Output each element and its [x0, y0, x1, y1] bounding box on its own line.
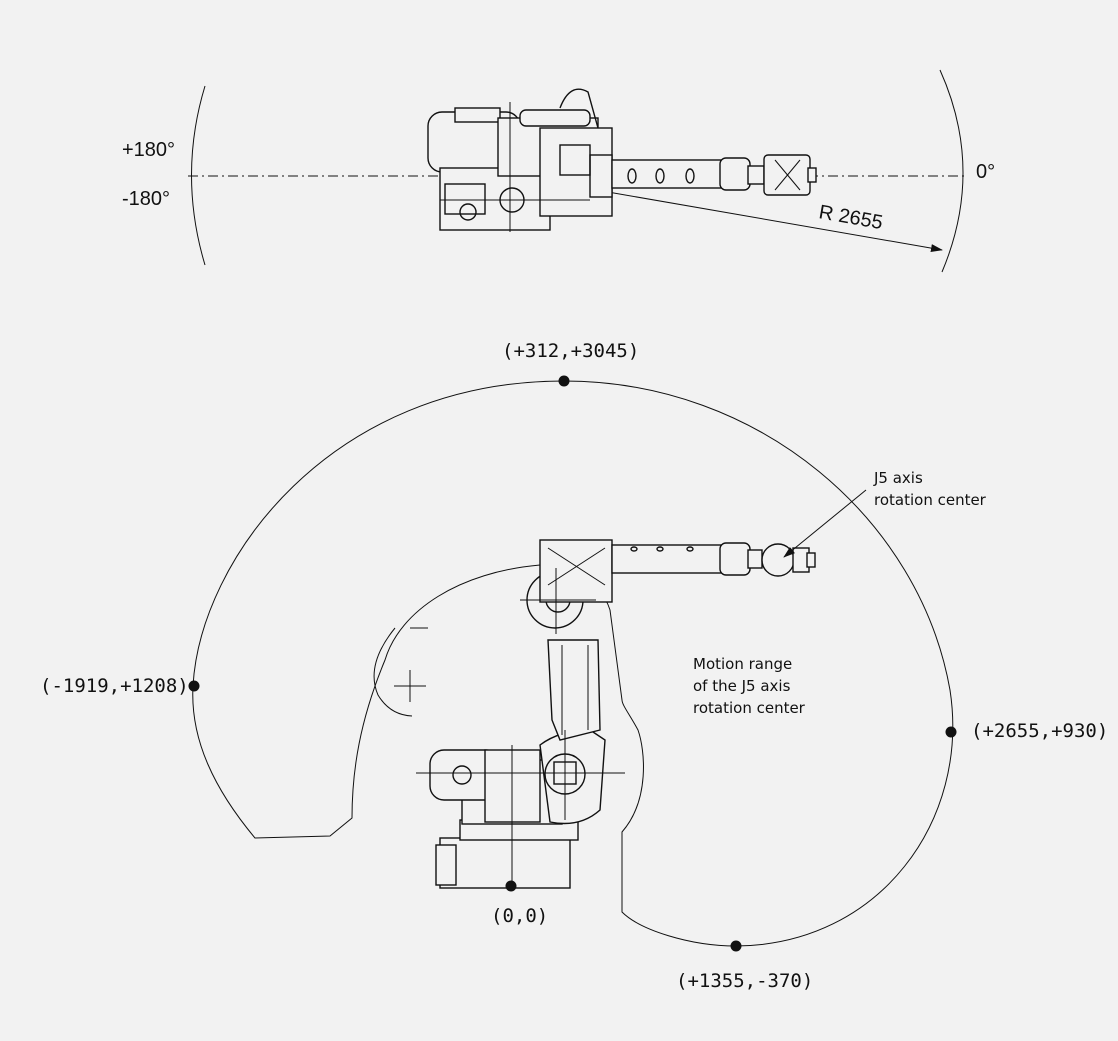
top-view: +180° -180° 0° R 2655	[122, 69, 995, 273]
point-top	[558, 375, 570, 387]
point-right-label: (+2655,+930)	[971, 720, 1108, 742]
point-right	[945, 726, 957, 738]
side-view: (+312,+3045) (-1919,+1208) (+2655,+930) …	[40, 340, 1108, 992]
robot-side-view	[416, 539, 816, 889]
point-origin-label: (0,0)	[491, 905, 548, 927]
point-bottom	[730, 940, 742, 952]
point-origin	[505, 880, 517, 892]
j5-leader-line	[783, 489, 867, 558]
j5-motion-envelope	[192, 380, 954, 947]
point-bottom-label: (+1355,-370)	[676, 970, 813, 992]
right-range-arc	[939, 69, 964, 273]
robot-top-view	[427, 88, 817, 232]
left-range-arc	[191, 85, 206, 266]
angle-zero-label: 0°	[976, 161, 995, 183]
j5-note-line2: rotation center	[874, 491, 987, 509]
motion-note-line1: Motion range	[693, 655, 792, 673]
angle-positive-label: +180°	[122, 139, 175, 161]
point-left-label: (-1919,+1208)	[40, 675, 189, 697]
point-left	[188, 680, 200, 692]
point-top-label: (+312,+3045)	[502, 340, 639, 362]
radius-label: R 2655	[817, 201, 884, 234]
motion-note-line3: rotation center	[693, 699, 806, 717]
angle-negative-label: -180°	[122, 188, 170, 210]
radius-arrow	[607, 191, 943, 253]
rear-clearance-arc	[373, 627, 428, 717]
motion-note-line2: of the J5 axis	[693, 677, 791, 695]
j5-note-line1: J5 axis	[873, 469, 923, 487]
